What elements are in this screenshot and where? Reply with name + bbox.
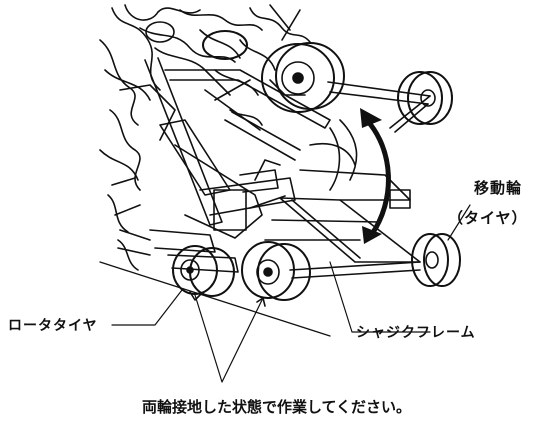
caption: 両輪接地した状態で作業してください。 [141, 398, 412, 416]
leader-chassis-frame [329, 261, 431, 333]
pointer-arrows [194, 294, 263, 383]
ground-line [99, 261, 331, 337]
leader-moving-wheel [447, 204, 471, 241]
arrow-head-right [256, 297, 266, 307]
rotor-tires [172, 241, 311, 301]
label-tire: （タイヤ） [448, 209, 528, 227]
swing-arrow [360, 108, 391, 244]
leader-rotor-tire [111, 289, 183, 326]
chassis-frame [249, 169, 421, 279]
wheel-lowered [411, 233, 461, 287]
rotor-tines [99, 4, 311, 271]
arrow-head-left [189, 291, 202, 301]
label-chassis-frame: シャジクフレーム [356, 325, 476, 341]
label-moving-wheel: 移動輪 [474, 179, 523, 197]
label-rotor-tire: ロータタイヤ [8, 318, 98, 334]
wheel-raised [261, 42, 453, 133]
